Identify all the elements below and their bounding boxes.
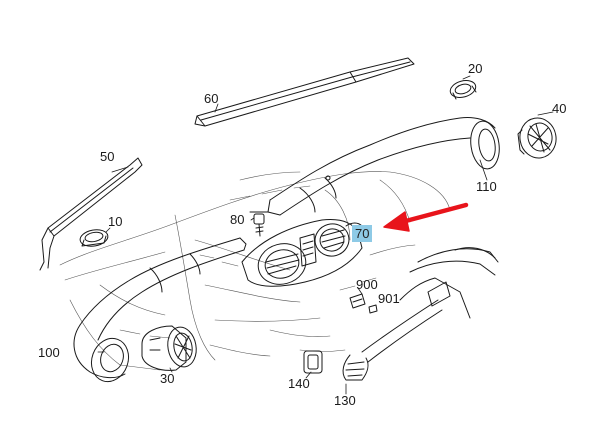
part-label-70: 70 — [352, 225, 373, 242]
clip-80 — [249, 211, 269, 237]
vent-cover-10 — [79, 229, 109, 247]
side-strip-50 — [39, 157, 143, 271]
part-label-30: 30 — [160, 371, 175, 386]
trim-strip-60 — [194, 57, 415, 127]
round-outlet-30 — [141, 325, 197, 371]
cover-140 — [303, 350, 323, 374]
part-label-110: 110 — [476, 179, 497, 194]
vent-bezel-20 — [449, 80, 477, 100]
duct-hose-130 — [342, 247, 499, 381]
red-arrow-icon — [383, 202, 469, 232]
leader-lines — [97, 75, 554, 395]
part-label-901: 901 — [378, 291, 400, 306]
part-label-130: 130 — [334, 393, 356, 408]
part-label-80: 80 — [230, 212, 245, 227]
clip-900 — [349, 293, 366, 309]
part-label-140: 140 — [288, 376, 310, 391]
round-outlet-40 — [517, 117, 557, 159]
part-label-20: 20 — [468, 61, 483, 76]
dashboard-background-outline — [59, 171, 451, 371]
part-label-60: 60 — [204, 91, 219, 106]
air-duct-110 — [267, 117, 500, 216]
clip-901 — [368, 304, 378, 314]
part-label-900: 900 — [356, 277, 378, 292]
part-label-50: 50 — [100, 149, 115, 164]
air-duct-100 — [73, 237, 247, 383]
part-label-100: 100 — [38, 345, 60, 360]
part-label-10: 10 — [108, 214, 123, 229]
part-label-40: 40 — [552, 101, 567, 116]
